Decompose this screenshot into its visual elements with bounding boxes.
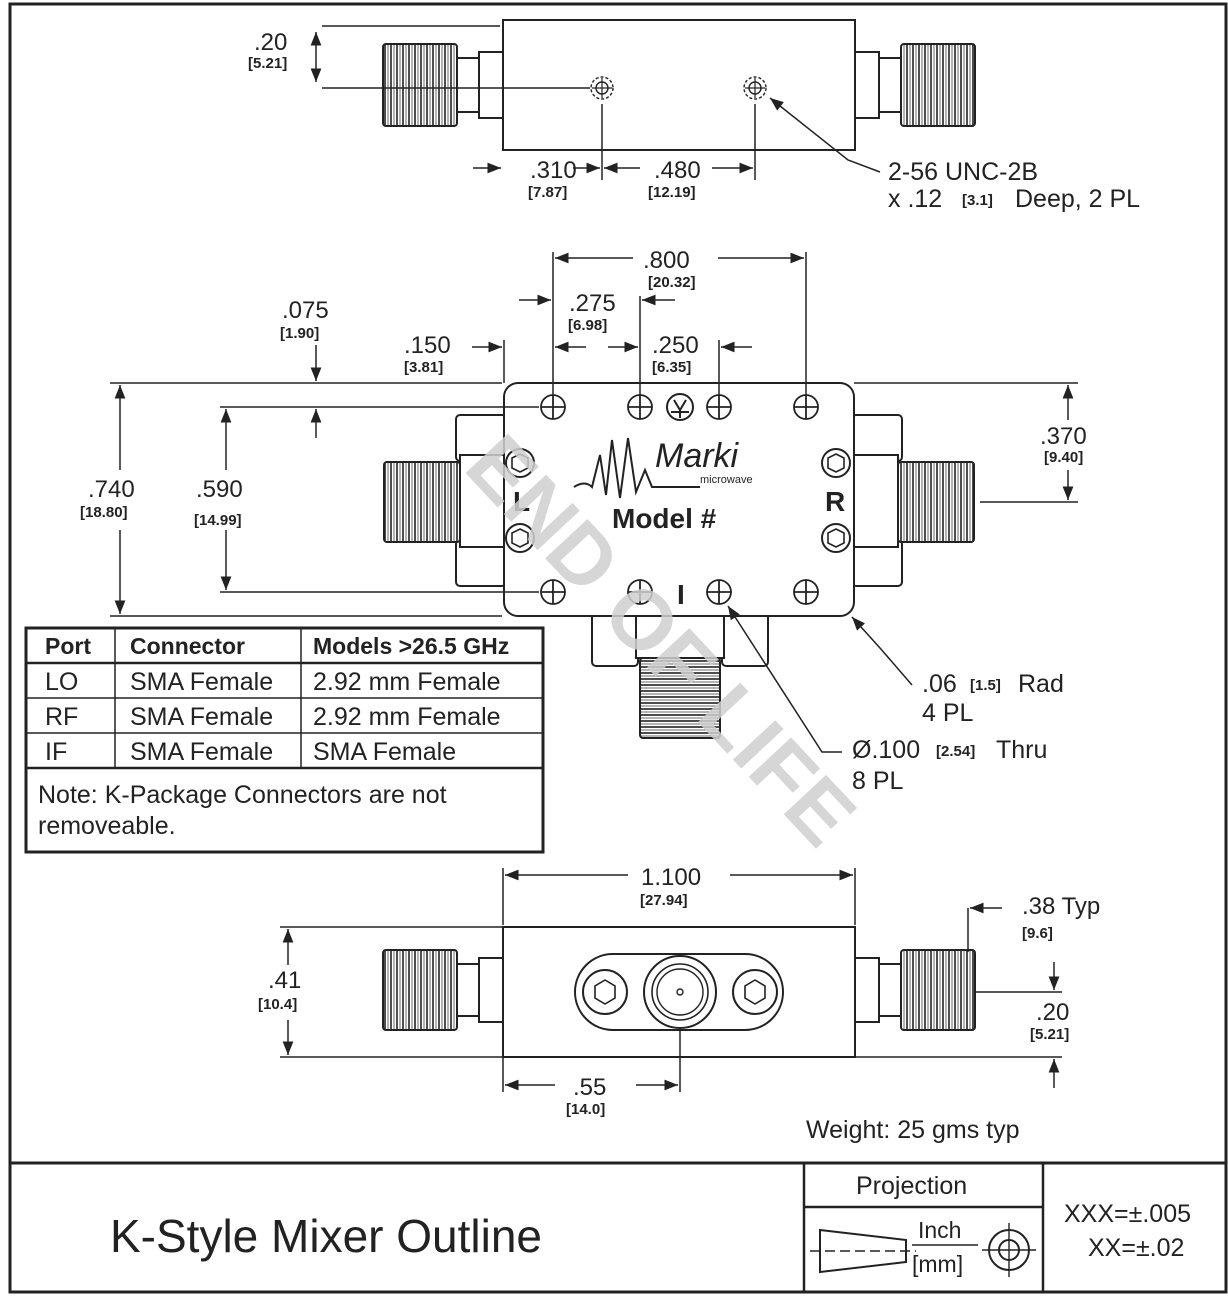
radius-rest: Rad (1018, 670, 1064, 698)
plan-view: Marki microwave Model # L R I .800 [20.3… (80, 247, 1087, 795)
table-header-connector: Connector (130, 633, 245, 659)
hex-screw-icon (505, 523, 535, 553)
typ-dim: .38 Typ (1022, 893, 1100, 920)
radius-mm: [1.5] (970, 677, 1001, 694)
side-height-mm: [10.4] (258, 996, 297, 1013)
title-block: K-Style Mixer Outline Projection Inch [m… (110, 1163, 1191, 1292)
table-header-models: Models >26.5 GHz (313, 633, 509, 659)
edge-dim: .075 (282, 297, 329, 324)
table-note-line2: removeable. (38, 812, 176, 840)
span-mm: [20.32] (648, 274, 696, 291)
tolerance-xxx: XXX=±.005 (1064, 1200, 1191, 1228)
span-dim: .800 (643, 247, 690, 274)
port-i-label: I (677, 579, 685, 610)
mounting-hole-icon (706, 394, 732, 420)
table-cell: 2.92 mm Female (313, 668, 501, 696)
left-mm: [3.81] (404, 359, 443, 376)
thread-depth-rest: Deep, 2 PL (1015, 185, 1140, 213)
length-mm: [27.94] (640, 892, 688, 909)
thru-line2: 8 PL (852, 767, 904, 795)
table-cell: IF (45, 738, 67, 766)
offset-dim: .275 (569, 290, 616, 317)
mounting-hole-icon (540, 394, 566, 420)
hex-screw-icon (821, 523, 851, 553)
svg-text:x .12: x .12 (888, 185, 942, 213)
hole2-dim: .480 (654, 157, 701, 184)
mounting-hole-icon (793, 579, 819, 605)
radius-value: .06 (922, 670, 957, 698)
drawing-title: K-Style Mixer Outline (110, 1210, 542, 1262)
top-height-mm: [5.21] (248, 55, 287, 72)
table-cell: SMA Female (130, 703, 273, 731)
tapped-hole-icon (743, 76, 767, 100)
holes-mm: [14.99] (194, 512, 242, 529)
hex-screw-icon (505, 448, 535, 478)
conn-height-mm: [5.21] (1030, 1026, 1069, 1043)
holes-dim: .590 (196, 476, 243, 503)
table-header-port: Port (45, 633, 91, 659)
sheet-border (8, 2, 1228, 1294)
mounting-hole-icon (793, 394, 819, 420)
table-cell: RF (45, 703, 78, 731)
unit-inch: Inch (918, 1217, 961, 1243)
table-cell: SMA Female (130, 738, 273, 766)
port-r-label: R (825, 486, 845, 517)
radius-line2: 4 PL (922, 699, 974, 727)
typ-mm: [9.6] (1022, 925, 1053, 942)
conn-x-mm: [14.0] (566, 1101, 605, 1118)
conn-x-dim: .55 (573, 1074, 606, 1101)
mounting-hole-icon (706, 579, 732, 605)
thru-value: Ø.100 (852, 736, 920, 764)
model-label: Model # (612, 503, 717, 534)
conn-height-dim: .20 (1036, 999, 1069, 1026)
table-cell: 2.92 mm Female (313, 703, 501, 731)
right-conn-dim: .370 (1040, 423, 1087, 450)
thru-mm: [2.54] (936, 743, 975, 760)
brand-name: Marki (655, 437, 740, 475)
thread-depth-mm: [3.1] (962, 192, 993, 209)
table-cell: LO (45, 668, 78, 696)
top-view: .20 [5.21] .310 [7.87] .480 [12.19] 2-56… (248, 19, 1140, 213)
tapped-hole-icon (590, 76, 614, 100)
marki-logo-icon (573, 393, 700, 499)
hole1-dim: .310 (530, 157, 577, 184)
side-height-dim: .41 (268, 967, 301, 994)
tolerance-xx: XX=±.02 (1088, 1234, 1184, 1262)
table-cell: SMA Female (313, 738, 456, 766)
right-conn-mm: [9.40] (1044, 449, 1083, 466)
if-connector-face-icon (574, 953, 784, 1031)
brand-sub: microwave (700, 474, 753, 486)
hole2-mm: [12.19] (648, 184, 696, 201)
table-cell: SMA Female (130, 668, 273, 696)
connector-table: Port Connector Models >26.5 GHz LO SMA F… (24, 626, 545, 854)
mounting-hole-icon (627, 394, 653, 420)
pitch-dim: .250 (652, 332, 699, 359)
length-dim: 1.100 (641, 864, 701, 891)
thru-rest: Thru (996, 736, 1047, 764)
pitch-mm: [6.35] (652, 359, 691, 376)
hole1-mm: [7.87] (528, 184, 567, 201)
table-note-line1: Note: K-Package Connectors are not (38, 781, 447, 809)
left-dim: .150 (404, 332, 451, 359)
edge-mm: [1.90] (280, 325, 319, 342)
thread-depth-value: x .12 (888, 185, 942, 213)
side-view: 1.100 [27.94] .38 Typ [9.6] .41 [10.4] .… (258, 864, 1100, 1118)
projection-label: Projection (856, 1172, 967, 1200)
offset-mm: [6.98] (568, 317, 607, 334)
port-l-label: L (513, 486, 530, 517)
unit-mm: [mm] (912, 1251, 963, 1277)
projection-symbol-icon (810, 1223, 1036, 1277)
hex-screw-icon (821, 448, 851, 478)
thread-callout-line1: 2-56 UNC-2B (888, 158, 1038, 186)
top-height-dim: .20 (254, 29, 287, 56)
weight-label: Weight: 25 gms typ (806, 1116, 1020, 1144)
height-mm: [18.80] (80, 504, 128, 521)
height-dim: .740 (88, 476, 135, 503)
